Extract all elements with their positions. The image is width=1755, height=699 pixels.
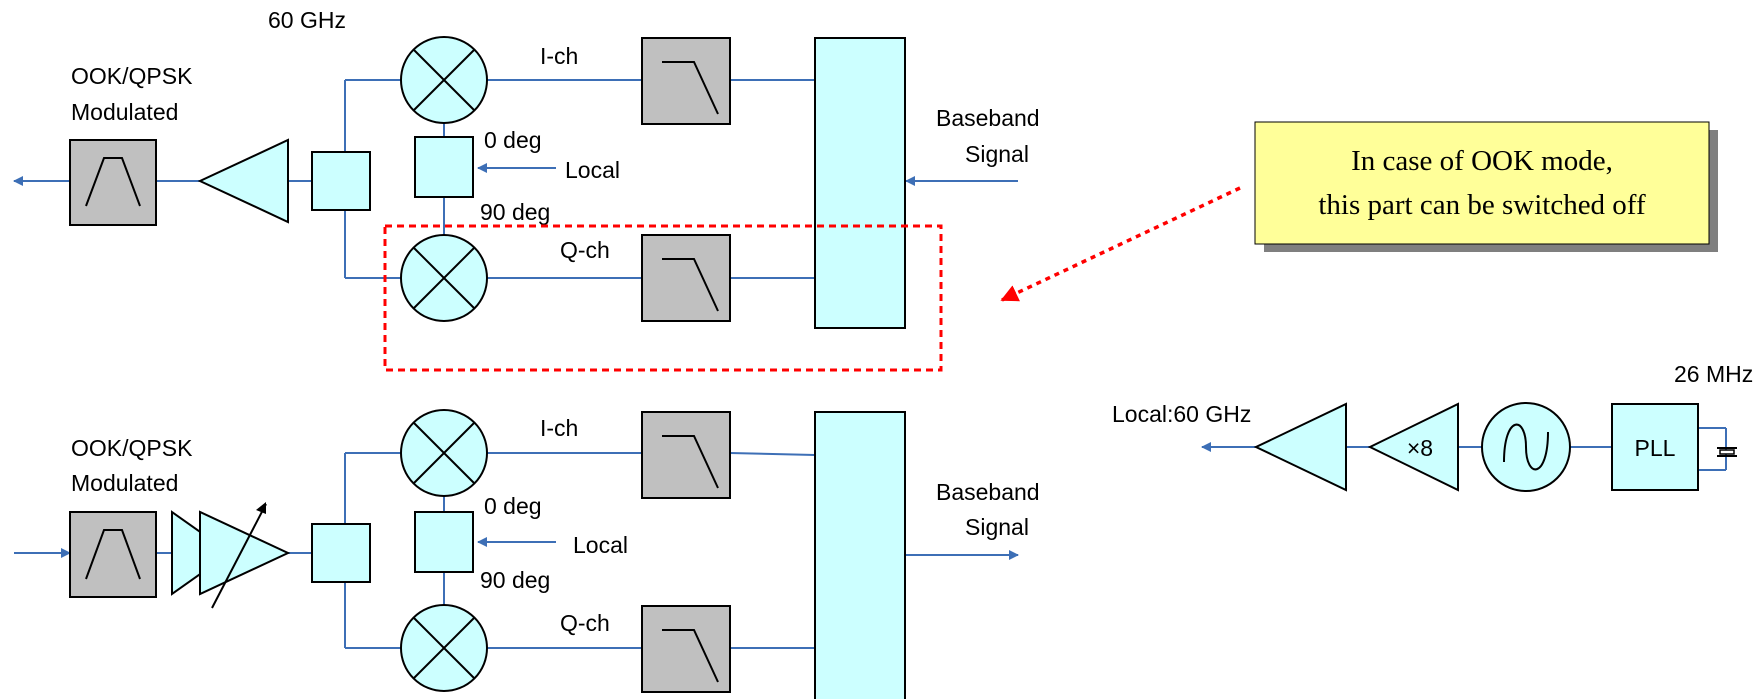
- rx-mod-label-2: Modulated: [71, 470, 178, 496]
- rx-ich-label: I-ch: [540, 415, 578, 441]
- tx-i-mixer: [400, 36, 488, 124]
- ook-note: In case of OOK mode, this part can be sw…: [1254, 121, 1718, 252]
- mixer-cross-icon: [413, 617, 475, 679]
- tx-baseband-label-2: Signal: [965, 141, 1029, 167]
- lowpass-symbol-icon: [662, 629, 719, 683]
- mixer-cross-icon: [413, 247, 475, 309]
- tx-0deg-label: 0 deg: [484, 127, 542, 153]
- lowpass-symbol-icon: [662, 258, 719, 312]
- rx-90deg-label: 90 deg: [480, 567, 550, 593]
- tx-q-lowpass-filter: [641, 234, 731, 322]
- rx-q-lowpass-filter: [641, 605, 731, 693]
- rx-splitter: [311, 523, 371, 583]
- note-line-2: this part can be switched off: [1318, 189, 1646, 221]
- tx-power-amplifier: [197, 138, 289, 224]
- crystal-icon: [1717, 447, 1737, 457]
- lo-output-label: Local:60 GHz: [1112, 401, 1251, 427]
- tx-mod-label-2: Modulated: [71, 99, 178, 125]
- tx-baseband-label-1: Baseband: [936, 105, 1040, 131]
- tx-qch-label: Q-ch: [560, 237, 610, 263]
- rx-bandpass-filter: [69, 511, 157, 598]
- rx-q-mixer: [400, 604, 488, 692]
- tx-q-mixer: [400, 234, 488, 322]
- lo-frequency-multiplier: [1367, 402, 1459, 492]
- tx-i-lowpass-filter: [641, 37, 731, 125]
- lo-pll-label: PLL: [1635, 435, 1676, 461]
- lo-output-amplifier: [1253, 402, 1347, 492]
- rx-mod-label-1: OOK/QPSK: [71, 435, 193, 461]
- lo-ref-freq-label: 26 MHz: [1674, 361, 1753, 387]
- local-oscillator-chain: Local:60 GHz 26 MHz ×8 PLL: [1112, 361, 1753, 492]
- rx-i-lowpass-filter: [641, 411, 731, 499]
- tx-freq-label: 60 GHz: [268, 7, 346, 33]
- tx-ich-label: I-ch: [540, 43, 578, 69]
- rx-local-label: Local: [573, 532, 628, 558]
- lo-pll-block: [1611, 403, 1699, 491]
- rx-i-mixer: [400, 409, 488, 497]
- ook-switchable-region: [383, 224, 943, 372]
- note-line-1: In case of OOK mode,: [1351, 145, 1613, 177]
- tx-combiner: [311, 151, 371, 211]
- note-box: [1254, 121, 1710, 245]
- transmitter-chain: 60 GHz OOK/QPSK Modulated I-ch Q-ch 0 de…: [13, 7, 1040, 329]
- variable-gain-arrowhead: [256, 502, 266, 514]
- rx-0deg-label: 0 deg: [484, 493, 542, 519]
- lo-vco: [1481, 402, 1571, 492]
- tx-baseband-block: [814, 37, 906, 329]
- mixer-cross-icon: [413, 422, 475, 484]
- tx-mod-label-1: OOK/QPSK: [71, 63, 193, 89]
- lo-multiplier-label: ×8: [1407, 435, 1433, 461]
- rx-qch-label: Q-ch: [560, 610, 610, 636]
- lowpass-symbol-icon: [662, 435, 719, 489]
- lowpass-symbol-icon: [662, 61, 719, 115]
- rx-phase-shifter: [414, 511, 474, 573]
- receiver-chain: OOK/QPSK Modulated I-ch Q-ch 0 deg 90 de…: [14, 409, 1040, 699]
- bandpass-symbol-icon: [85, 529, 141, 580]
- variable-gain-arrow-icon: [211, 503, 267, 609]
- bandpass-symbol-icon: [85, 157, 141, 207]
- tx-phase-shifter: [414, 136, 474, 198]
- rx-baseband-label-2: Signal: [965, 514, 1029, 540]
- note-pointer-arrow: [1000, 186, 1241, 302]
- rx-wire-ilpf-bb: [729, 452, 816, 456]
- mixer-cross-icon: [413, 49, 475, 111]
- rx-baseband-label-1: Baseband: [936, 479, 1040, 505]
- tx-bandpass-filter: [69, 139, 157, 226]
- sine-wave-icon: [1503, 423, 1549, 471]
- tx-90deg-label: 90 deg: [480, 199, 550, 225]
- tx-local-label: Local: [565, 157, 620, 183]
- rx-variable-gain-amplifier: [199, 510, 291, 596]
- rx-baseband-block: [814, 411, 906, 699]
